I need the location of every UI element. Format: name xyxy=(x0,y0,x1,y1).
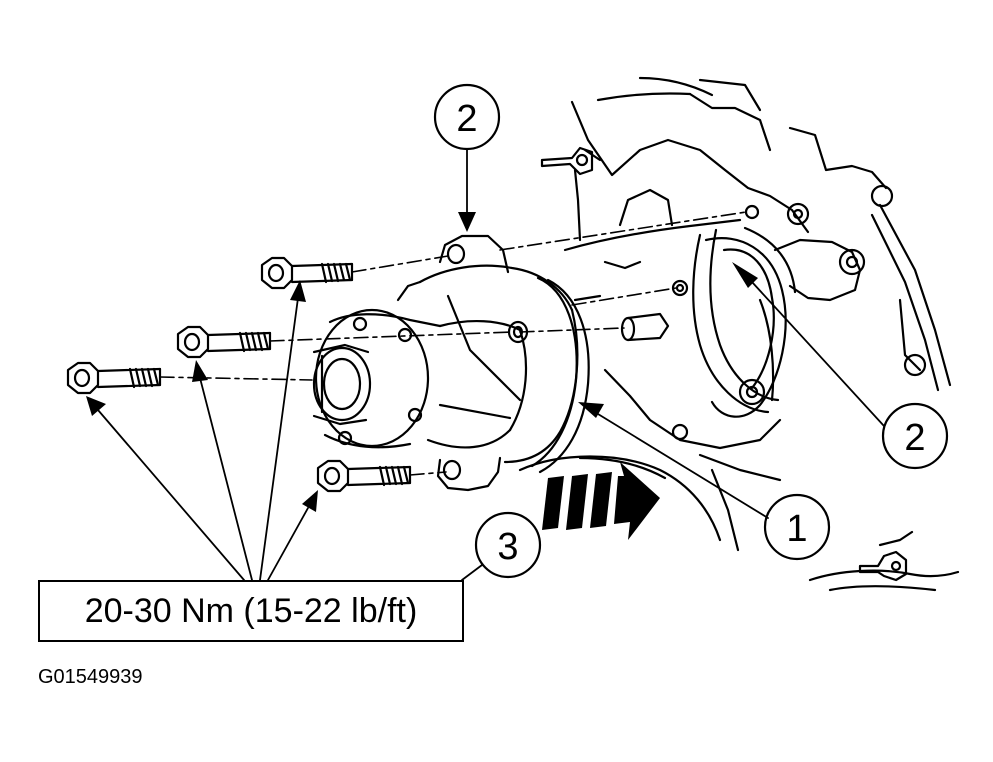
callout-label-2-right: 2 xyxy=(904,417,925,459)
arrowhead-top xyxy=(458,212,476,232)
arrowhead-bolt-left xyxy=(86,396,106,416)
arrowhead-gasket xyxy=(732,262,758,288)
bolt-upper xyxy=(260,256,354,290)
arrowhead-bolt-middle xyxy=(192,360,208,382)
torque-spec-text: 20-30 Nm (15-22 lb/ft) xyxy=(84,591,418,630)
leader-lines xyxy=(97,148,885,581)
bolt-left xyxy=(66,361,162,395)
leader-arrowheads xyxy=(86,212,758,512)
arrowhead-bolt-upper xyxy=(290,280,306,302)
callout-label-3: 3 xyxy=(497,526,518,568)
figure-id: G01549939 xyxy=(38,666,143,688)
callout-label-1: 1 xyxy=(786,508,807,550)
water-pump xyxy=(312,234,590,492)
callout-circle-2-right xyxy=(881,402,949,470)
callout-circle-3 xyxy=(474,511,542,579)
callout-label-2-top: 2 xyxy=(456,98,477,140)
arrowhead-bolt-lower xyxy=(302,490,318,512)
water-pump-gasket xyxy=(704,237,787,418)
front-direction-arrow xyxy=(542,462,660,540)
bolt-lower xyxy=(316,459,412,493)
detail-inset-bolt xyxy=(808,530,960,592)
torque-spec-box: 20-30 Nm (15-22 lb/ft) xyxy=(38,580,464,642)
arrowhead-pump xyxy=(578,402,604,418)
bolt-middle xyxy=(176,325,272,359)
callout-circle-1 xyxy=(763,493,831,561)
engine-front-cover xyxy=(518,76,952,552)
